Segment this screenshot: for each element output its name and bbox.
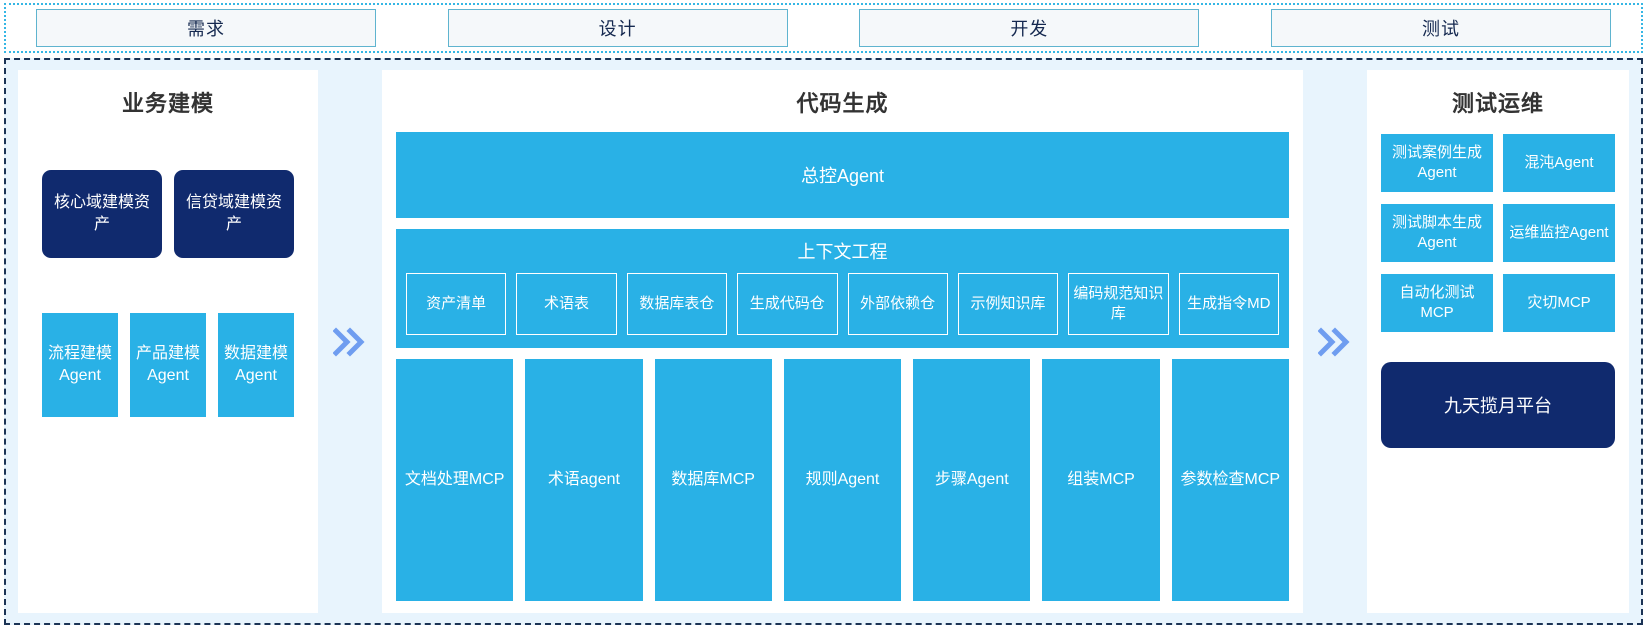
tool-card-database-mcp[interactable]: 数据库MCP — [654, 359, 772, 601]
tool-card-assembly-mcp[interactable]: 组装MCP — [1042, 359, 1160, 601]
phase-box-requirements[interactable]: 需求 — [36, 9, 376, 47]
test-ops-card-label: 测试脚本生成Agent — [1391, 214, 1482, 251]
test-ops-card-label: 混沌Agent — [1524, 154, 1594, 171]
panel-test-ops: 测试运维 测试案例生成Agent 混沌Agent 测试脚本生成Agent 运维监… — [1367, 70, 1629, 613]
double-chevron-right-icon — [1318, 326, 1350, 357]
context-item-db-table-repo[interactable]: 数据库表仓 — [626, 273, 728, 335]
double-chevron-right-icon — [333, 326, 365, 357]
tool-card-label: 规则Agent — [805, 471, 880, 488]
agent-card-data-modeling[interactable]: 数据建模Agent — [218, 313, 294, 417]
panel-business-modeling: 业务建模 核心域建模资产 信贷域建模资产 流程建模Agent 产品建模Agent — [18, 70, 318, 613]
tool-card-label: 参数检查MCP — [1180, 471, 1281, 488]
asset-card-core-domain[interactable]: 核心域建模资产 — [42, 170, 162, 258]
phase-box-testing[interactable]: 测试 — [1270, 9, 1611, 47]
test-ops-card-label: 自动化测试MCP — [1399, 284, 1475, 321]
test-ops-card-ops-monitoring-agent[interactable]: 运维监控Agent — [1503, 204, 1615, 262]
tool-card-label: 数据库MCP — [671, 471, 755, 488]
platform-card-jiutian[interactable]: 九天揽月平台 — [1381, 362, 1615, 448]
master-agent-label: 总控Agent — [800, 166, 885, 186]
master-agent-card[interactable]: 总控Agent — [396, 132, 1289, 218]
asset-card-label: 信贷域建模资产 — [185, 194, 282, 233]
tool-card-label: 术语agent — [547, 471, 620, 488]
phase-label: 开发 — [1010, 19, 1049, 39]
tool-card-document-processing-mcp[interactable]: 文档处理MCP — [396, 359, 514, 601]
context-item-glossary[interactable]: 术语表 — [516, 273, 617, 335]
asset-card-credit-domain[interactable]: 信贷域建模资产 — [174, 170, 294, 258]
arrow-column-right — [1303, 70, 1367, 613]
code-generation-tools-row: 文档处理MCP 术语agent 数据库MCP 规则Agent 步骤Agent — [396, 359, 1289, 601]
context-engineering-block: 上下文工程 资产清单 术语表 数据库表仓 生成代码仓 — [396, 229, 1289, 348]
context-item-generated-code-repo[interactable]: 生成代码仓 — [737, 273, 838, 335]
agent-card-label: 产品建模Agent — [135, 345, 200, 384]
context-item-label: 资产清单 — [426, 295, 487, 312]
test-ops-card-automated-testing-mcp[interactable]: 自动化测试MCP — [1381, 274, 1493, 332]
test-ops-card-test-script-generation-agent[interactable]: 测试脚本生成Agent — [1381, 204, 1493, 262]
modeling-agents-row: 流程建模Agent 产品建模Agent 数据建模Agent — [32, 313, 304, 417]
phase-box-design[interactable]: 设计 — [447, 9, 788, 47]
test-ops-card-test-case-generation-agent[interactable]: 测试案例生成Agent — [1381, 134, 1493, 192]
tool-card-label: 文档处理MCP — [404, 471, 505, 488]
modeling-assets-row: 核心域建模资产 信贷域建模资产 — [32, 170, 304, 258]
phase-label: 设计 — [598, 19, 637, 39]
asset-card-label: 核心域建模资产 — [53, 194, 150, 233]
context-item-label: 编码规范知识库 — [1073, 285, 1164, 322]
context-item-label: 数据库表仓 — [639, 295, 715, 312]
panel-title-test-ops: 测试运维 — [1451, 91, 1544, 116]
test-ops-grid: 测试案例生成Agent 混沌Agent 测试脚本生成Agent 运维监控Agen… — [1381, 134, 1615, 332]
tool-card-label: 步骤Agent — [934, 471, 1009, 488]
tool-card-rule-agent[interactable]: 规则Agent — [783, 359, 902, 601]
phase-label: 测试 — [1421, 19, 1460, 39]
context-item-coding-standard-knowledge-base[interactable]: 编码规范知识库 — [1068, 273, 1169, 335]
tool-card-glossary-agent[interactable]: 术语agent — [525, 359, 643, 601]
test-ops-card-label: 运维监控Agent — [1509, 224, 1609, 241]
context-item-label: 示例知识库 — [970, 295, 1046, 312]
context-engineering-items: 资产清单 术语表 数据库表仓 生成代码仓 外部依赖仓 — [406, 273, 1279, 335]
context-item-asset-list[interactable]: 资产清单 — [406, 273, 507, 335]
code-generation-body: 总控Agent 上下文工程 资产清单 术语表 数据库表仓 — [396, 132, 1289, 601]
panel-code-generation: 代码生成 总控Agent 上下文工程 资产清单 术语表 — [382, 70, 1303, 613]
panel-title-business-modeling: 业务建模 — [121, 91, 214, 116]
tool-card-parameter-check-mcp[interactable]: 参数检查MCP — [1171, 359, 1289, 601]
context-item-generation-instruction-md[interactable]: 生成指令MD — [1178, 273, 1279, 335]
test-ops-card-disaster-switch-mcp[interactable]: 灾切MCP — [1503, 274, 1615, 332]
context-item-label: 术语表 — [544, 295, 590, 312]
agent-card-product-modeling[interactable]: 产品建模Agent — [130, 313, 206, 417]
phase-label: 需求 — [187, 19, 225, 39]
context-item-example-knowledge-base[interactable]: 示例知识库 — [957, 273, 1059, 335]
arrow-column-left — [318, 70, 382, 613]
context-item-label: 外部依赖仓 — [860, 295, 936, 312]
architecture-frame: 业务建模 核心域建模资产 信贷域建模资产 流程建模Agent 产品建模Agent — [4, 58, 1643, 625]
context-item-label: 生成代码仓 — [749, 295, 825, 312]
context-item-label: 生成指令MD — [1187, 295, 1271, 312]
context-item-external-dependency-repo[interactable]: 外部依赖仓 — [847, 273, 948, 335]
business-modeling-body: 核心域建模资产 信贷域建模资产 流程建模Agent 产品建模Agent 数据建模… — [32, 118, 304, 601]
agent-card-label: 数据建模Agent — [223, 345, 288, 384]
phase-strip: 需求 设计 开发 测试 — [4, 3, 1643, 53]
test-ops-card-label: 测试案例生成Agent — [1391, 144, 1482, 181]
tool-card-label: 组装MCP — [1067, 471, 1135, 488]
phase-box-development[interactable]: 开发 — [859, 9, 1200, 47]
tool-card-step-agent[interactable]: 步骤Agent — [913, 359, 1031, 601]
test-ops-card-chaos-agent[interactable]: 混沌Agent — [1503, 134, 1615, 192]
context-engineering-title: 上下文工程 — [797, 242, 888, 262]
agent-card-process-modeling[interactable]: 流程建模Agent — [42, 313, 118, 417]
test-ops-body: 测试案例生成Agent 混沌Agent 测试脚本生成Agent 运维监控Agen… — [1381, 134, 1615, 601]
agent-card-label: 流程建模Agent — [47, 345, 112, 384]
test-ops-card-label: 灾切MCP — [1527, 294, 1591, 311]
panel-title-code-generation: 代码生成 — [796, 91, 889, 116]
platform-card-label: 九天揽月平台 — [1444, 396, 1552, 416]
